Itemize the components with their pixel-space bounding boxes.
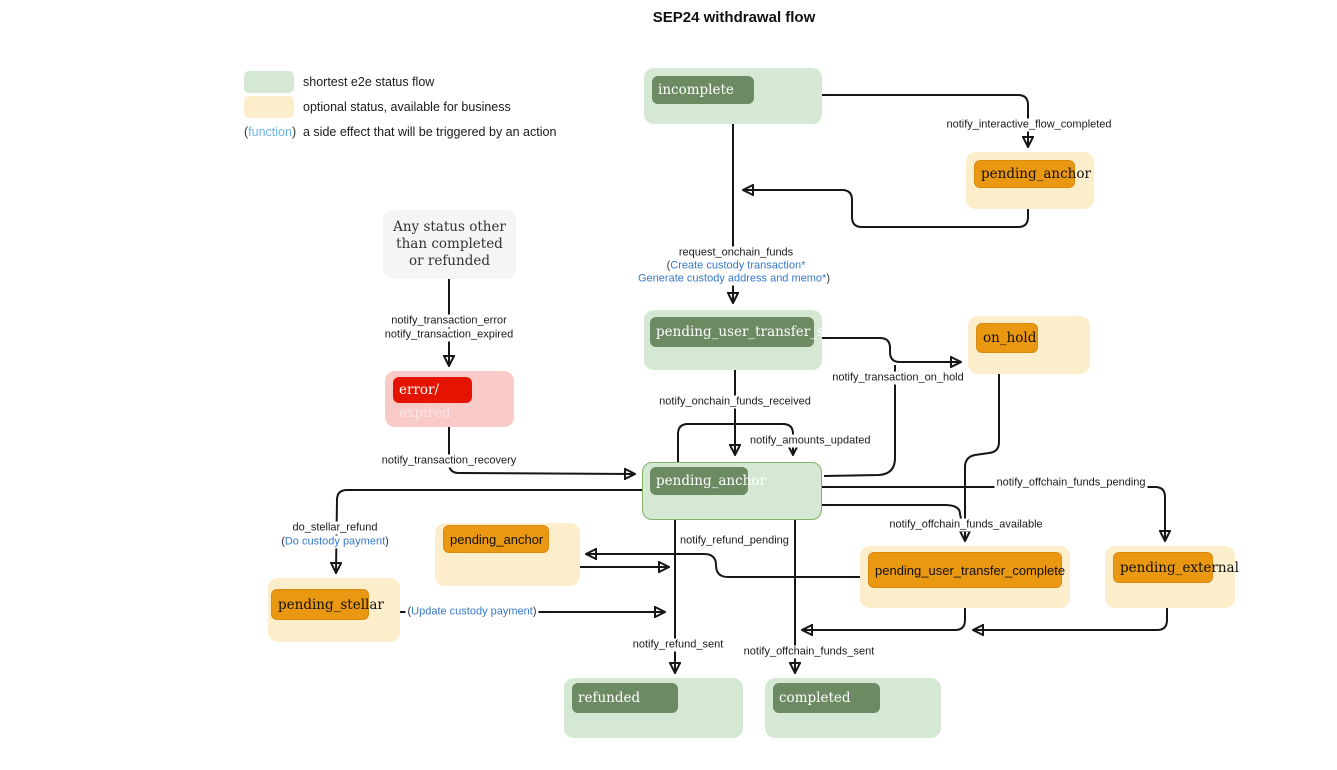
node-pending-anchor-left: pending_anchor [435, 523, 580, 586]
node-pending-stellar: pending_stellar [268, 578, 400, 642]
node-incomplete-label: incomplete [652, 76, 754, 104]
edge-pending-anchor-to-pending-stellar [336, 489, 642, 572]
edge-label-notify-interactive-flow-completed: notify_interactive_flow_completed [944, 118, 1114, 132]
edge-on-hold-to-pending-anchor [823, 365, 896, 477]
legend-function-label: a side effect that will be triggered by … [303, 125, 557, 139]
node-on-hold: on_hold [968, 316, 1090, 374]
edge-label-notify-amounts-updated: notify_amounts_updated [748, 434, 873, 448]
edge-transfer-complete-to-completed-line [803, 608, 966, 630]
node-pending-user-transfer-complete: pending_user_transfer_complete [860, 546, 1070, 608]
node-any-status: Any status other than completed or refun… [383, 210, 516, 279]
edge-pending-anchor-self-loop [677, 423, 793, 462]
edge-label-request-onchain-funds: request_onchain_funds [676, 246, 796, 260]
node-pending-external-label: pending_external [1113, 552, 1239, 583]
edge-label-do-custody-payment: (Do custody payment) [279, 535, 391, 549]
node-incomplete: incomplete [644, 68, 822, 124]
edge-pending-anchor-to-transfer-complete [822, 504, 964, 529]
edge-label-notify-transaction-on-hold: notify_transaction_on_hold [830, 371, 966, 385]
edge-label-notify-refund-sent: notify_refund_sent [630, 638, 726, 652]
edge-incomplete-to-pending-anchor-top [822, 94, 1028, 146]
edge-label-do-stellar-refund: do_stellar_refund [290, 521, 380, 535]
legend-function-token: (function) [244, 125, 297, 139]
edge-label-notify-offchain-funds-available: notify_offchain_funds_available [887, 518, 1045, 532]
node-completed-label: completed [773, 683, 880, 713]
node-pending-anchor-left-label: pending_anchor [443, 525, 549, 553]
node-pending-stellar-label: pending_stellar [271, 589, 384, 620]
node-expired-label: expired [399, 405, 451, 421]
node-error-expired: error/ expired [385, 371, 514, 427]
edge-label-notify-transaction-recovery: notify_transaction_recovery [379, 454, 519, 468]
node-refunded-label: refunded [572, 683, 678, 713]
node-pending-user-transfer-start-label: pending_user_transfer_start [650, 317, 849, 347]
node-pending-external: pending_external [1105, 546, 1239, 608]
legend-yellow-swatch [244, 96, 294, 118]
edge-label-notify-transaction-error: notify_transaction_error [389, 314, 509, 328]
edge-label-notify-refund-pending: notify_refund_pending [678, 534, 791, 548]
node-pending-anchor-center: pending_anchor [642, 462, 822, 520]
legend-yellow-label: optional status, available for business [303, 100, 511, 114]
edge-label-create-custody-transaction: (Create custody transaction* [664, 259, 808, 273]
edge-pending-anchor-top-return [744, 190, 1029, 228]
edge-label-notify-offchain-funds-pending: notify_offchain_funds_pending [994, 476, 1148, 490]
node-on-hold-label: on_hold [976, 323, 1038, 353]
edge-label-generate-custody-address: Generate custody address and memo*) [636, 272, 832, 286]
edge-label-notify-transaction-expired: notify_transaction_expired [382, 328, 516, 342]
edge-label-notify-onchain-funds-received: notify_onchain_funds_received [657, 395, 813, 409]
node-refunded: refunded [564, 678, 743, 738]
node-pending-anchor-top: pending_anchor [966, 152, 1094, 209]
node-completed: completed [765, 678, 941, 738]
edge-pending-anchor-to-pending-external [822, 486, 1165, 540]
edge-on-hold-to-transfer-complete [965, 374, 1000, 540]
node-error-label: error/ [393, 377, 472, 403]
page-title: SEP24 withdrawal flow [652, 9, 816, 26]
edge-pending-external-to-completed-line [974, 608, 1168, 630]
node-pending-user-transfer-start: pending_user_transfer_start [644, 310, 849, 370]
node-any-status-label: Any status other than completed or refun… [393, 219, 506, 269]
edge-label-notify-offchain-funds-sent: notify_offchain_funds_sent [741, 645, 877, 659]
legend-green-swatch [244, 71, 294, 93]
edge-transfer-complete-to-pending-anchor-left [587, 554, 860, 578]
edge-label-update-custody-payment: (Update custody payment) [405, 605, 539, 619]
node-pending-anchor-center-label: pending_anchor [650, 467, 766, 495]
node-pending-anchor-top-label: pending_anchor [974, 160, 1091, 188]
edge-transfer-start-to-on-hold [822, 337, 960, 362]
node-pending-user-transfer-complete-label: pending_user_transfer_complete [868, 552, 1065, 588]
legend-green-label: shortest e2e status flow [303, 75, 435, 89]
